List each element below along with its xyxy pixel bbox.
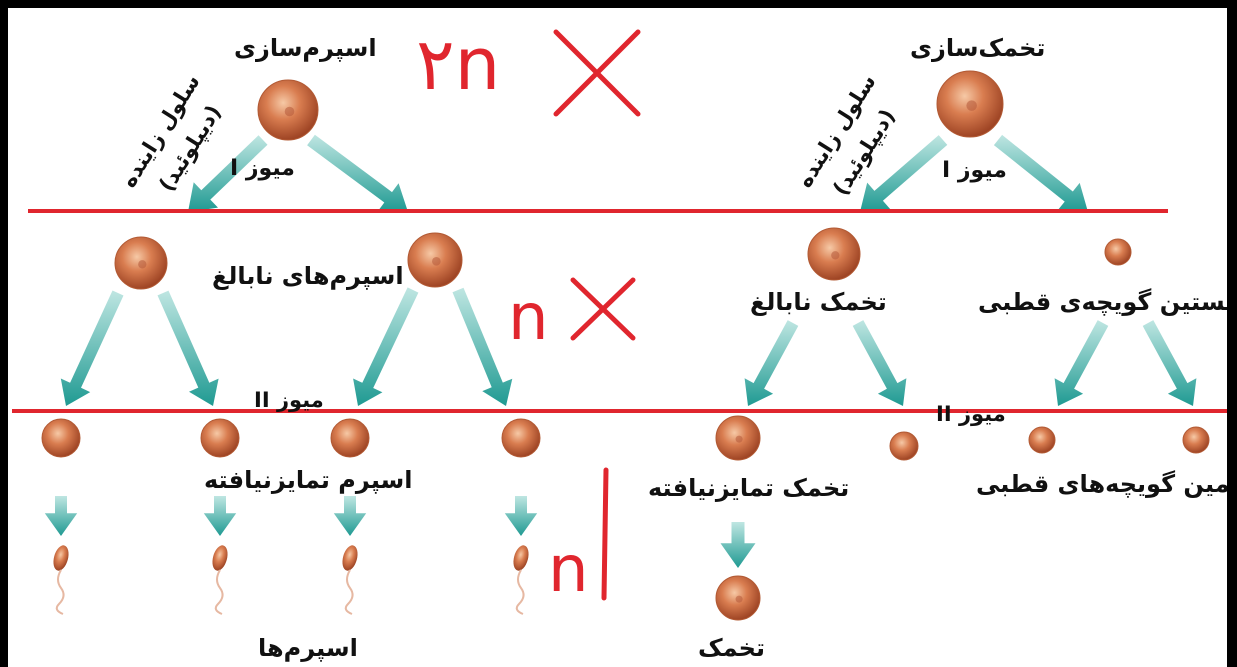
- oo-meiosis1-word: میوز: [958, 158, 1007, 183]
- oo-second-polar-body-1: [890, 432, 918, 460]
- oo-meiosis2-numeral: II: [936, 402, 952, 426]
- sperm-meiosis2-numeral: II: [254, 388, 270, 412]
- sperm-arrow-m2-2: [158, 291, 219, 406]
- sperm-cell-2: [210, 544, 230, 614]
- spermatid-3: [331, 419, 369, 457]
- sperm-arrow-m2-3: [353, 287, 418, 406]
- sperm-arrow-m2-4: [453, 288, 513, 406]
- cell-group: [42, 71, 1209, 620]
- sperm-arrow-diff-3: [334, 496, 366, 536]
- oo-primary-cell: [937, 71, 1003, 137]
- oo-meiosis2-label: میوز II: [936, 404, 1006, 425]
- oo-first-polar-body: [1105, 239, 1131, 265]
- sperm-final-label: اسپرم‌ها: [258, 636, 358, 660]
- oo-arrow-m2-4: [1143, 320, 1197, 406]
- oo-arrow-diff: [721, 522, 756, 568]
- sperm-cell-3: [340, 544, 360, 614]
- sperm-secondary-cell-right: [408, 233, 462, 287]
- sperm-primary-cell: [258, 80, 318, 140]
- ovum-cell: [716, 576, 760, 620]
- sperm-spermatid-label: اسپرم تمایزنیافته: [204, 468, 412, 492]
- ootid-cell: [716, 416, 760, 460]
- sperm-meiosis1-label: میوز I: [230, 158, 295, 180]
- spermatogenesis-title: اسپرم‌سازی: [234, 36, 377, 60]
- spermatid-2: [201, 419, 239, 457]
- sperm-cell-1: [51, 544, 71, 614]
- oo-meiosis1-label: میوز I: [942, 160, 1007, 182]
- oo-second-polar-body-3: [1183, 427, 1209, 453]
- oogenesis-title: تخمک‌سازی: [910, 36, 1045, 60]
- sperm-arrow-m1-right: [307, 135, 408, 212]
- cross-mark-top: [556, 32, 638, 114]
- oo-second-polar-label: دومین گویچه‌های قطبی: [976, 472, 1237, 496]
- gametogenesis-diagram: [8, 8, 1227, 667]
- sperm-meiosis1-word: میوز: [246, 156, 295, 181]
- oo-final-label: تخمک: [698, 636, 765, 660]
- sperm-meiosis2-word: میوز: [277, 388, 324, 412]
- oo-ootid-label: تخمک تمایزنیافته: [648, 476, 849, 500]
- oo-secondary-cell: [808, 228, 860, 280]
- spermatid-4: [502, 419, 540, 457]
- sperm-arrow-m2-1: [61, 291, 124, 407]
- oo-arrow-m2-2: [853, 320, 907, 406]
- spermatid-1: [42, 419, 80, 457]
- arrow-group: [45, 135, 1197, 568]
- oo-second-polar-body-2: [1029, 427, 1055, 453]
- oo-secondary-label: تخمک نابالغ: [750, 290, 887, 314]
- bar-mark-bottom: [604, 470, 606, 598]
- oo-meiosis1-numeral: I: [942, 158, 950, 183]
- oo-arrow-m1-right: [994, 135, 1088, 212]
- cross-mark-middle: [573, 280, 633, 338]
- sperm-arrow-diff-4: [505, 496, 537, 536]
- annotation-2n: ۲n: [416, 28, 500, 100]
- sperm-secondary-label: اسپرم‌های نابالغ: [212, 264, 404, 288]
- sperm-cell-4: [511, 544, 531, 614]
- oo-first-polar-label: نخستین گویچه‌ی قطبی: [978, 290, 1237, 314]
- sperm-arrow-diff-1: [45, 496, 77, 536]
- sperm-arrow-diff-2: [204, 496, 236, 536]
- sperm-secondary-cell-left: [115, 237, 167, 289]
- sperm-meiosis1-numeral: I: [230, 156, 238, 181]
- oo-arrow-m2-1: [745, 320, 799, 406]
- annotation-n-bottom: n: [548, 538, 589, 602]
- oo-arrow-m2-3: [1055, 320, 1109, 406]
- annotation-n-middle: n: [508, 286, 549, 350]
- sperm-meiosis2-label: میوز II: [254, 390, 324, 411]
- oo-meiosis2-word: میوز: [959, 402, 1006, 426]
